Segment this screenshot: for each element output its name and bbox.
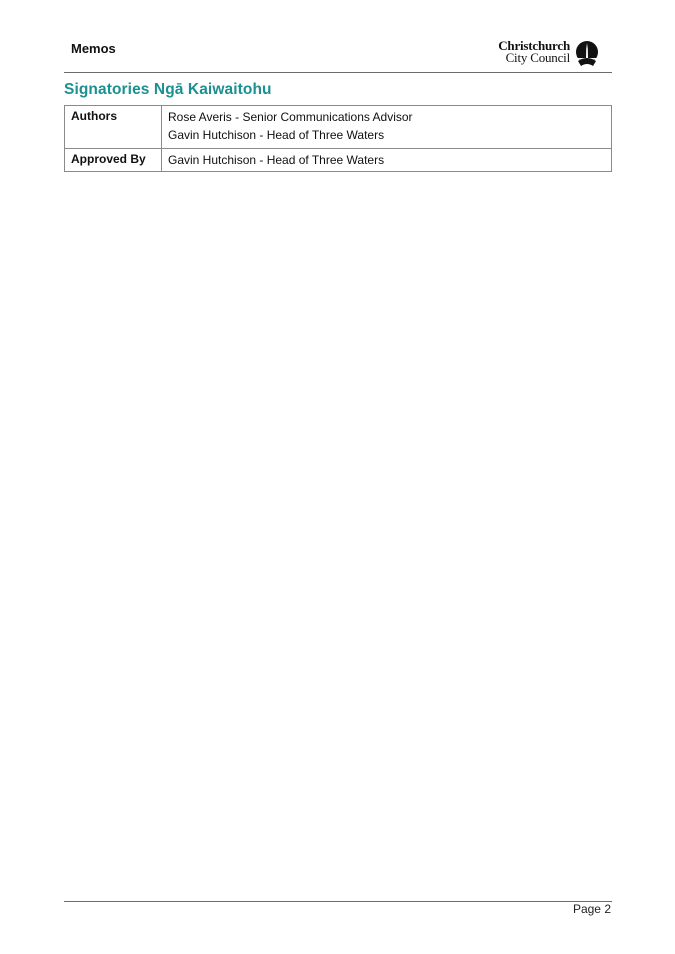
table-row-authors: Authors Rose Averis - Senior Communicati… [64,105,612,149]
approved-by-values: Gavin Hutchison - Head of Three Waters [161,148,612,172]
council-logo: Christchurch City Council [498,38,600,68]
logo-text: Christchurch City Council [498,38,571,65]
approved-by-label: Approved By [64,148,162,172]
author-2: Gavin Hutchison - Head of Three Waters [168,128,385,142]
page-number: Page 2 [572,902,611,916]
section-label: Memos [71,41,116,56]
signatories-title: Signatories Ngā Kaiwaitohu [64,81,272,98]
footer-rule [64,901,612,902]
logo-line-2: City Council [505,50,571,65]
table-row-approved-by: Approved By Gavin Hutchison - Head of Th… [64,148,612,172]
author-1: Rose Averis - Senior Communications Advi… [168,110,413,124]
logo-line-1: Christchurch [498,38,570,53]
authors-values: Rose Averis - Senior Communications Advi… [161,105,612,149]
header-rule [64,72,612,73]
cathedral-spire-icon [576,41,598,66]
signatories-table: Authors Rose Averis - Senior Communicati… [64,105,612,172]
authors-label: Authors [64,105,162,149]
approver-1: Gavin Hutchison - Head of Three Waters [168,153,385,167]
